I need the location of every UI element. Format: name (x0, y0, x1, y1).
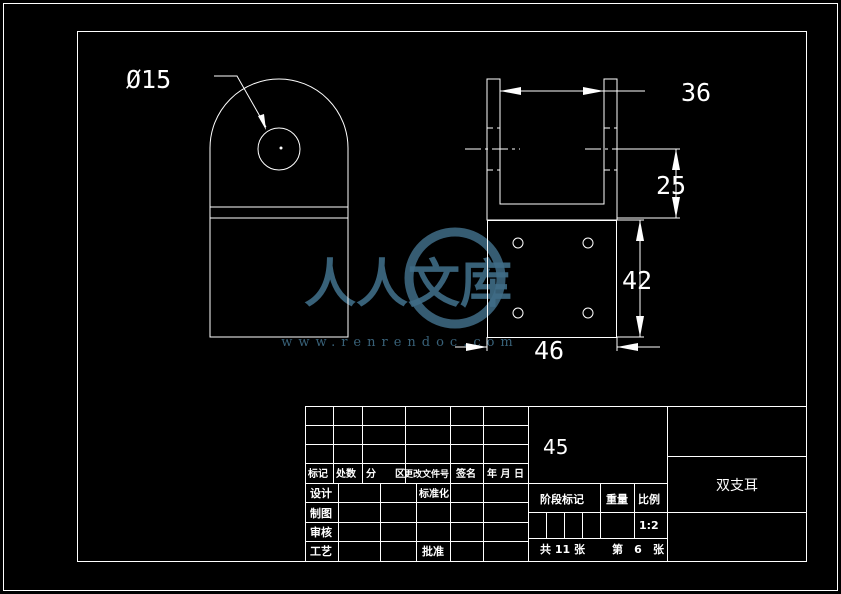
side-view-base-block (487, 220, 617, 338)
label-scale: 比例 (638, 492, 660, 506)
label-approval: 批准 (422, 544, 444, 558)
bolt-hole-3 (512, 307, 524, 319)
scale-value: 1:2 (639, 519, 659, 532)
label-review: 审核 (310, 525, 332, 539)
header-zone-2: 区 (395, 468, 405, 480)
label-process: 工艺 (310, 544, 332, 558)
sheet-number: 第 6 张 (612, 542, 665, 556)
header-count: 处数 (335, 467, 357, 480)
dimension-46-lines (455, 337, 660, 351)
front-view (209, 75, 349, 338)
header-zone-1: 分 (366, 467, 376, 480)
dimension-width-bottom: 46 (534, 336, 564, 365)
diameter-leader (214, 75, 267, 128)
label-stage-mark: 阶段标记 (540, 492, 584, 506)
header-signature: 签名 (455, 467, 476, 480)
hidden-lines (487, 127, 617, 171)
header-date: 年 月 日 (487, 467, 524, 480)
outer-frame (3, 3, 838, 591)
part-name: 双支耳 (716, 478, 758, 494)
header-change-doc: 更改文件号 (404, 468, 449, 480)
material-value: 45 (543, 435, 568, 459)
watermark: 人人文库 www.renrendoc.com (281, 227, 519, 350)
watermark-url: www.renrendoc.com (281, 335, 519, 350)
dimension-25-lines (617, 148, 680, 219)
diameter-leader-arrow (258, 114, 266, 130)
bolt-hole-1 (512, 237, 524, 249)
dimension-42-lines (617, 219, 644, 338)
title-block (305, 406, 807, 562)
pin-hole (257, 127, 301, 171)
bolt-hole-2 (582, 237, 594, 249)
dimension-width-top: 36 (681, 78, 711, 107)
label-design: 设计 (310, 486, 332, 500)
dimension-diameter: Ø15 (126, 65, 171, 94)
dimension-36-lines (500, 87, 645, 95)
bolt-hole-4 (582, 307, 594, 319)
pin-hole-center (279, 146, 283, 150)
sheets-total: 共 11 张 (540, 542, 586, 556)
watermark-text: 人人文库 (304, 254, 512, 315)
front-view-outline (209, 78, 349, 338)
header-mark: 标记 (307, 467, 328, 480)
label-weight: 重量 (606, 492, 628, 506)
label-standardization: 标准化 (418, 487, 449, 500)
watermark-logo-ring (404, 227, 506, 329)
dimension-height-block: 42 (622, 266, 652, 295)
label-drafting: 制图 (310, 506, 332, 520)
dimension-height-slot: 25 (656, 171, 686, 200)
side-view (465, 78, 640, 338)
